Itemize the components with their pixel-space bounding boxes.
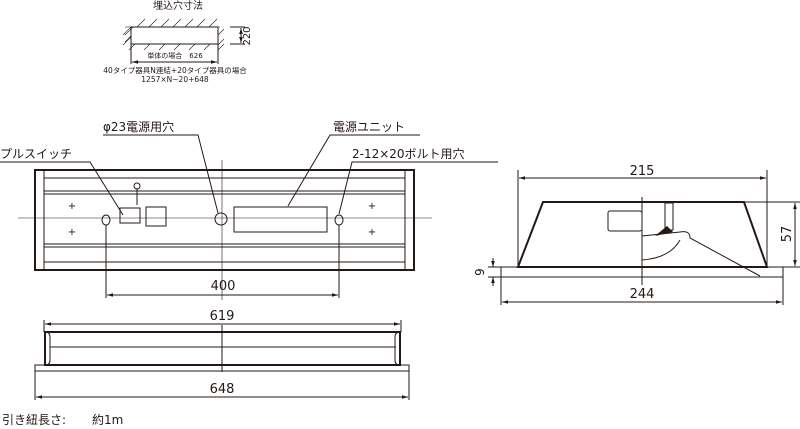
- pull-cord-label: 引き紐長さ:: [2, 413, 66, 427]
- power-hole-label: φ23電源用穴: [103, 119, 174, 134]
- embed-chain-label: 40タイプ器具N連結+20タイプ器具の場合: [103, 65, 247, 75]
- svg-text:+: +: [368, 227, 376, 238]
- bolt-hole-right: [334, 214, 344, 226]
- bolt-pitch-dim: 400: [211, 279, 236, 294]
- end-view: 215 57 9 244: [473, 164, 800, 305]
- end-flange-dim: 9: [473, 268, 487, 276]
- end-width-top-dim: 215: [630, 164, 655, 179]
- end-height-dim: 57: [780, 226, 795, 243]
- embed-hole-title: 埋込穴寸法: [153, 0, 203, 12]
- pull-cord-value: 約1m: [92, 412, 123, 427]
- bolt-hole-left: [101, 214, 111, 226]
- svg-text:+: +: [68, 201, 76, 212]
- inner-length-dim: 619: [210, 309, 235, 324]
- embed-height-dim: 220: [242, 26, 253, 45]
- top-view: + + + + プルスイッチ φ23電源用穴 電源ユニット 2-12×20ボルト用穴…: [0, 119, 498, 300]
- outer-length-dim: 648: [210, 382, 235, 397]
- embed-chain-formula: 1257×N−20+648: [141, 75, 209, 84]
- embed-hole-diagram: 埋込穴寸法 220 単体の場合 626 40タイプ器具N連結+20タイプ器具の場…: [103, 0, 253, 84]
- bolt-holes-label: 2-12×20ボルト用穴: [352, 146, 465, 161]
- end-width-bottom-dim: 244: [630, 287, 655, 302]
- pull-switch: [119, 207, 141, 224]
- svg-text:+: +: [68, 227, 76, 238]
- power-unit-label: 電源ユニット: [333, 120, 405, 134]
- svg-text:+: +: [368, 201, 376, 212]
- power-hole: [214, 212, 228, 226]
- pull-switch-label: プルスイッチ: [0, 147, 72, 161]
- side-view: 619 648: [34, 309, 410, 400]
- power-unit: [233, 206, 328, 233]
- embed-single-label: 単体の場合 626: [147, 51, 203, 60]
